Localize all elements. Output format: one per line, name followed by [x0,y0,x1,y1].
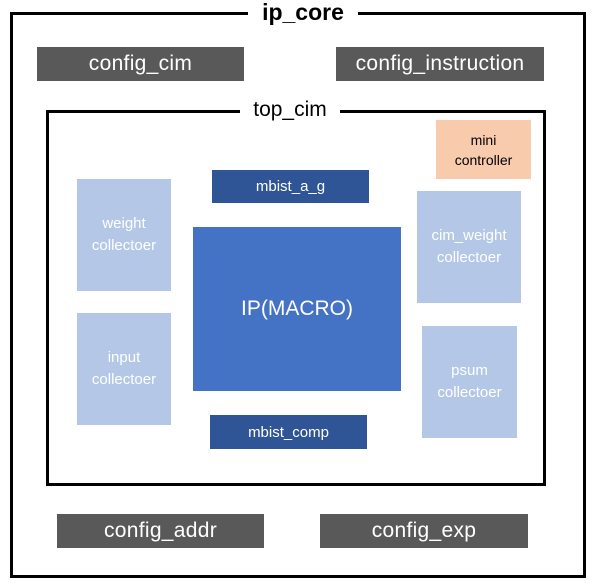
psum-collector-block: psum collectoer [422,326,517,438]
weight-collector-label: weight collectoer [91,215,157,254]
cim-weight-collector-label: cim_weight collectoer [431,227,507,266]
psum-collector-label: psum collectoer [437,362,502,401]
config-cim-block: config_cim [37,47,244,81]
config-instruction-block: config_instruction [336,47,544,81]
input-collector-block: input collectoer [77,313,171,425]
config-exp-label: config_exp [371,519,477,542]
config-exp-block: config_exp [320,514,528,548]
weight-collector-block: weight collectoer [77,179,171,291]
ip-core-title: ip_core [248,1,358,27]
config-addr-block: config_addr [57,514,264,548]
config-cim-label: config_cim [88,52,193,75]
ip-macro-label: IP(MACRO) [241,297,353,320]
mini-controller-label: mini controller [454,131,513,168]
mbist-a-g-block: mbist_a_g [212,170,369,203]
mbist-comp-block: mbist_comp [210,415,367,449]
config-instruction-label: config_instruction [355,52,525,75]
cim-weight-collector-block: cim_weight collectoer [417,191,521,303]
config-addr-label: config_addr [103,519,218,542]
mbist-a-g-label: mbist_a_g [255,178,326,195]
mini-controller-block: mini controller [436,120,531,179]
top-cim-title: top_cim [240,99,340,123]
mbist-comp-label: mbist_comp [248,423,329,441]
input-collector-label: input collectoer [91,349,157,388]
ip-macro-block: IP(MACRO) [193,227,401,391]
